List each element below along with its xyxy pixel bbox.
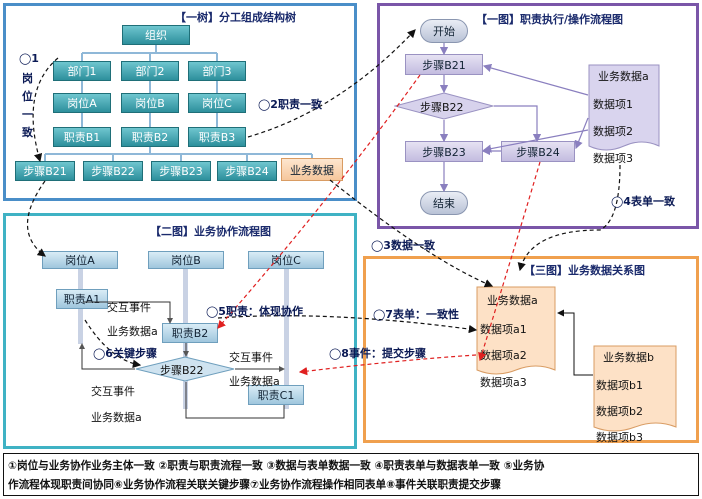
biz-data-node: 业务数据 — [281, 158, 343, 181]
doc-b-item: 数据项b1 — [596, 379, 643, 392]
collab-flow-title: 【二图】业务协作流程图 — [150, 225, 271, 238]
label-4: ◯4表单一致 — [611, 195, 675, 208]
doc-a-item: 数据项1 — [593, 98, 633, 111]
structure-tree-panel — [3, 3, 357, 201]
flow-step-b22: 步骤B22 — [420, 101, 464, 114]
data-text: 业务数据a — [91, 411, 142, 424]
doc-a3-item: 数据项a1 — [480, 323, 527, 336]
dept-node: 部门1 — [53, 61, 111, 81]
start-node: 开始 — [420, 19, 468, 43]
doc-b-item: 数据项b3 — [596, 431, 643, 444]
step-node: 步骤B21 — [15, 161, 75, 181]
key-step-b22: 步骤B22 — [160, 364, 204, 377]
label-7: ◯7表单：一致性 — [373, 308, 459, 321]
event-text: 交互事件 — [107, 301, 151, 314]
structure-tree-title: 【一树】分工组成结构树 — [175, 11, 296, 24]
duty-node: 职责B3 — [188, 127, 246, 147]
doc-a-title: 业务数据a — [598, 70, 649, 83]
duty-c1-node: 职责C1 — [248, 385, 304, 405]
collab-flow-panel — [3, 213, 357, 449]
lane-header: 岗位C — [248, 251, 324, 269]
lane-line — [284, 269, 289, 409]
label-1-char: 岗 — [22, 72, 33, 85]
doc-a3-item: 数据项a3 — [480, 376, 527, 389]
flow-step-b23: 步骤B23 — [405, 141, 483, 162]
event-text: 交互事件 — [91, 385, 135, 398]
label-2: ◯2职责一致 — [258, 98, 322, 111]
lane-header: 岗位B — [148, 251, 224, 269]
doc-a3-item: 数据项a2 — [480, 349, 527, 362]
doc-a-item: 数据项3 — [593, 152, 633, 165]
doc-b-title: 业务数据b — [603, 351, 654, 364]
label-1-char: 位 — [22, 90, 33, 103]
legend-line-2: 作流程体现职责间协同⑥业务协作流程关联关键步骤⑦业务协作流程操作相同表单⑧事件关… — [8, 479, 502, 491]
label-3: ◯3数据一致 — [371, 239, 435, 252]
key-step-shape — [135, 356, 235, 382]
data-text: 业务数据a — [229, 375, 280, 388]
duty-flow-title: 【一图】职责执行/操作流程图 — [476, 13, 624, 26]
data-doc-a3 — [476, 286, 556, 380]
label-1-char: 一 — [22, 108, 33, 121]
duty-b2-node: 职责B2 — [162, 323, 218, 343]
step-node: 步骤B22 — [83, 161, 143, 181]
legend-box — [3, 453, 699, 496]
end-node: 结束 — [420, 191, 468, 215]
label-5: ◯5职责：体现协作 — [206, 305, 303, 318]
dept-node: 部门3 — [188, 61, 246, 81]
org-node: 组织 — [122, 25, 190, 45]
label-1-num: ◯1 — [19, 52, 39, 65]
duty-a1-node: 职责A1 — [56, 289, 108, 309]
label-6: ◯6关键步骤 — [93, 347, 157, 360]
data-doc-b — [593, 345, 677, 437]
duty-flow-panel — [377, 3, 699, 229]
post-node: 岗位C — [188, 93, 246, 113]
doc-a-item: 数据项2 — [593, 125, 633, 138]
duty-node: 职责B2 — [121, 127, 179, 147]
label-8: ◯8事件：提交步骤 — [329, 347, 426, 360]
step-node: 步骤B24 — [217, 161, 277, 181]
data-relation-panel — [363, 256, 699, 443]
step-node: 步骤B23 — [151, 161, 211, 181]
doc-b-item: 数据项b2 — [596, 405, 643, 418]
label-1-char: 致 — [22, 126, 33, 139]
decision-shape — [394, 92, 494, 120]
post-node: 岗位A — [53, 93, 111, 113]
post-node: 岗位B — [121, 93, 179, 113]
event-text: 交互事件 — [229, 351, 273, 364]
lane-header: 岗位A — [42, 251, 118, 269]
data-relation-title: 【三图】业务数据关系图 — [524, 264, 645, 277]
data-doc-a — [588, 64, 660, 156]
data-text: 业务数据a — [107, 325, 158, 338]
dept-node: 部门2 — [121, 61, 179, 81]
legend-line-1: ①岗位与业务协作业务主体一致 ②职责与职责流程一致 ③数据与表单数据一致 ④职责… — [8, 460, 545, 472]
duty-node: 职责B1 — [53, 127, 111, 147]
